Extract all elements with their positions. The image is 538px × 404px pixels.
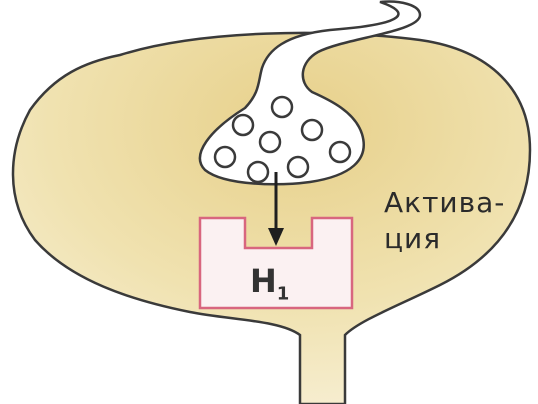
- vesicle: [248, 162, 268, 182]
- activation-label-line1: Актива-: [384, 186, 505, 219]
- vesicle: [260, 132, 280, 152]
- activation-label-line2: ция: [384, 222, 441, 255]
- receptor-label-base: H: [250, 262, 277, 300]
- receptor-label: H1: [250, 262, 289, 304]
- vesicle: [288, 157, 308, 177]
- vesicle: [215, 147, 235, 167]
- vesicle: [233, 115, 253, 135]
- vesicle: [330, 142, 350, 162]
- receptor-label-subscript: 1: [277, 283, 290, 304]
- vesicle: [302, 120, 322, 140]
- vesicle: [272, 97, 292, 117]
